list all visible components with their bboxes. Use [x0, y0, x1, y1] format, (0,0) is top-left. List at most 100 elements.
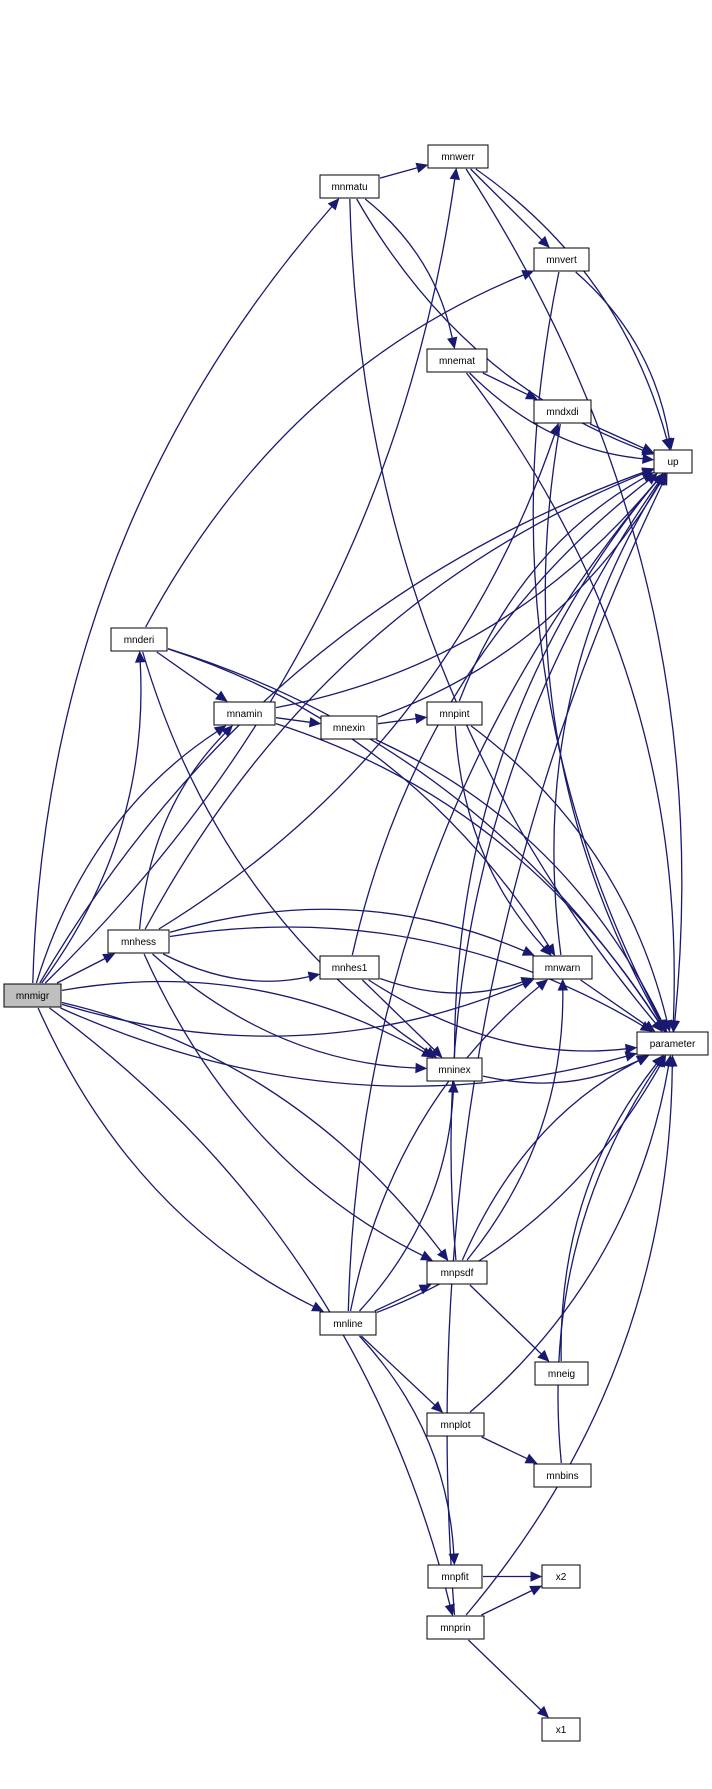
node-mnhes1[interactable]: mnhes1: [319, 955, 380, 980]
node-box: [426, 348, 488, 373]
node-label: mnline: [333, 1319, 363, 1330]
node-mndxdi[interactable]: mndxdi: [533, 399, 592, 424]
edge-mnpsdf-to-mneig: [469, 1284, 550, 1362]
arrowhead: [557, 978, 569, 991]
arrowhead: [537, 235, 550, 248]
node-mnemat[interactable]: mnemat: [426, 348, 488, 373]
node-mnbins[interactable]: mnbins: [533, 1463, 592, 1488]
arrowhead: [415, 162, 429, 173]
node-mnvert[interactable]: mnvert: [533, 247, 590, 272]
arrowhead: [444, 1603, 455, 1617]
edge-mnderi-to-mninex: [142, 651, 437, 1058]
arrowhead: [524, 389, 538, 400]
arrowhead: [308, 716, 322, 728]
edge-mnmigr-to-mnline: [37, 1007, 324, 1312]
edge-line: [275, 717, 311, 723]
edge-line: [162, 953, 310, 982]
node-mnmatu[interactable]: mnmatu: [319, 174, 380, 199]
arrowhead: [418, 1284, 432, 1295]
node-mnpint[interactable]: mnpint: [426, 701, 483, 726]
edge-line: [144, 472, 644, 930]
arrowhead: [524, 1453, 538, 1464]
edge-line: [465, 372, 675, 1022]
edge-mnprin-to-parameter: [465, 1054, 678, 1616]
node-label: x2: [556, 1572, 567, 1583]
node-mnwarn[interactable]: mnwarn: [532, 955, 593, 980]
arrowhead: [447, 1080, 459, 1093]
arrowhead: [661, 1019, 673, 1033]
edge-mnhess-to-mnhes1: [162, 953, 321, 982]
edge-line: [465, 168, 683, 1022]
arrowhead: [134, 650, 146, 663]
edge-line: [275, 481, 657, 709]
node-mneig[interactable]: mneig: [534, 1361, 589, 1386]
arrowhead: [521, 945, 535, 956]
node-mnprin[interactable]: mnprin: [426, 1615, 485, 1640]
node-label: mninex: [438, 1065, 470, 1076]
node-mnwerr[interactable]: mnwerr: [427, 144, 489, 169]
edge-line: [145, 274, 524, 628]
arrowhead: [539, 943, 552, 956]
edge-line: [481, 1589, 533, 1616]
arrowhead: [430, 1401, 444, 1413]
node-mnpsdf[interactable]: mnpsdf: [426, 1260, 488, 1285]
edge-line: [360, 1335, 436, 1406]
node-mnline[interactable]: mnline: [319, 1311, 377, 1336]
arrowhead: [530, 1571, 543, 1582]
node-mnmigr[interactable]: mnmigr: [3, 983, 62, 1008]
node-x2[interactable]: x2: [541, 1564, 581, 1589]
node-label: mnmatu: [331, 182, 367, 193]
edge-mnhes1-to-parameter: [368, 979, 638, 1055]
node-mnhess[interactable]: mnhess: [107, 929, 170, 954]
node-mnplot[interactable]: mnplot: [426, 1412, 485, 1437]
edge-line: [379, 977, 523, 994]
arrowhead: [221, 725, 233, 738]
edge-mnmatu-to-parameter: [349, 198, 663, 1032]
node-box: [3, 983, 62, 1008]
arrowhead: [625, 1043, 638, 1055]
node-box: [319, 1311, 377, 1336]
arrowhead: [642, 453, 655, 464]
edge-line: [376, 739, 663, 1023]
arrowhead: [664, 437, 675, 451]
arrowhead: [537, 1349, 550, 1362]
node-label: mnplot: [440, 1420, 470, 1431]
node-mnamin[interactable]: mnamin: [213, 701, 276, 726]
arrowhead: [102, 953, 116, 964]
node-label: mnemat: [439, 356, 475, 367]
node-box: [541, 1564, 581, 1589]
edge-line: [580, 979, 647, 1026]
node-up[interactable]: up: [653, 449, 693, 474]
arrowhead: [642, 1020, 656, 1032]
node-box: [110, 627, 168, 652]
edge-mnmigr-to-mnwerr: [44, 167, 460, 984]
node-mninex[interactable]: mninex: [426, 1057, 483, 1082]
edge-line: [482, 372, 528, 396]
edge-mnpsdf-to-parameter: [461, 1055, 649, 1261]
edge-mnemat-to-up: [469, 372, 655, 464]
node-box: [107, 929, 170, 954]
node-box: [533, 399, 592, 424]
edge-line: [152, 953, 417, 1069]
node-mnderi[interactable]: mnderi: [110, 627, 168, 652]
node-label: mnhes1: [332, 963, 368, 974]
node-x1[interactable]: x1: [541, 1717, 581, 1742]
edge-mnhess-to-mnwarn: [169, 908, 535, 956]
node-label: mnamin: [227, 709, 263, 720]
node-box: [213, 701, 276, 726]
edge-line: [44, 178, 456, 984]
edge-mnline-to-up: [347, 473, 664, 1312]
node-label: mnprin: [440, 1623, 471, 1634]
edge-line: [469, 372, 644, 460]
node-label: x1: [556, 1725, 567, 1736]
edge-mndxdi-to-up: [589, 423, 655, 454]
node-box: [541, 1717, 581, 1742]
node-mnexin[interactable]: mnexin: [320, 715, 378, 740]
node-mnpfit[interactable]: mnpfit: [427, 1564, 483, 1589]
node-box: [534, 1361, 589, 1386]
edge-mnmigr-to-parameter: [60, 1007, 638, 1087]
edge-mnhess-to-mnamin: [138, 725, 233, 930]
edge-mnline-to-mnpsdf: [374, 1284, 432, 1312]
node-parameter[interactable]: parameter: [636, 1031, 709, 1056]
